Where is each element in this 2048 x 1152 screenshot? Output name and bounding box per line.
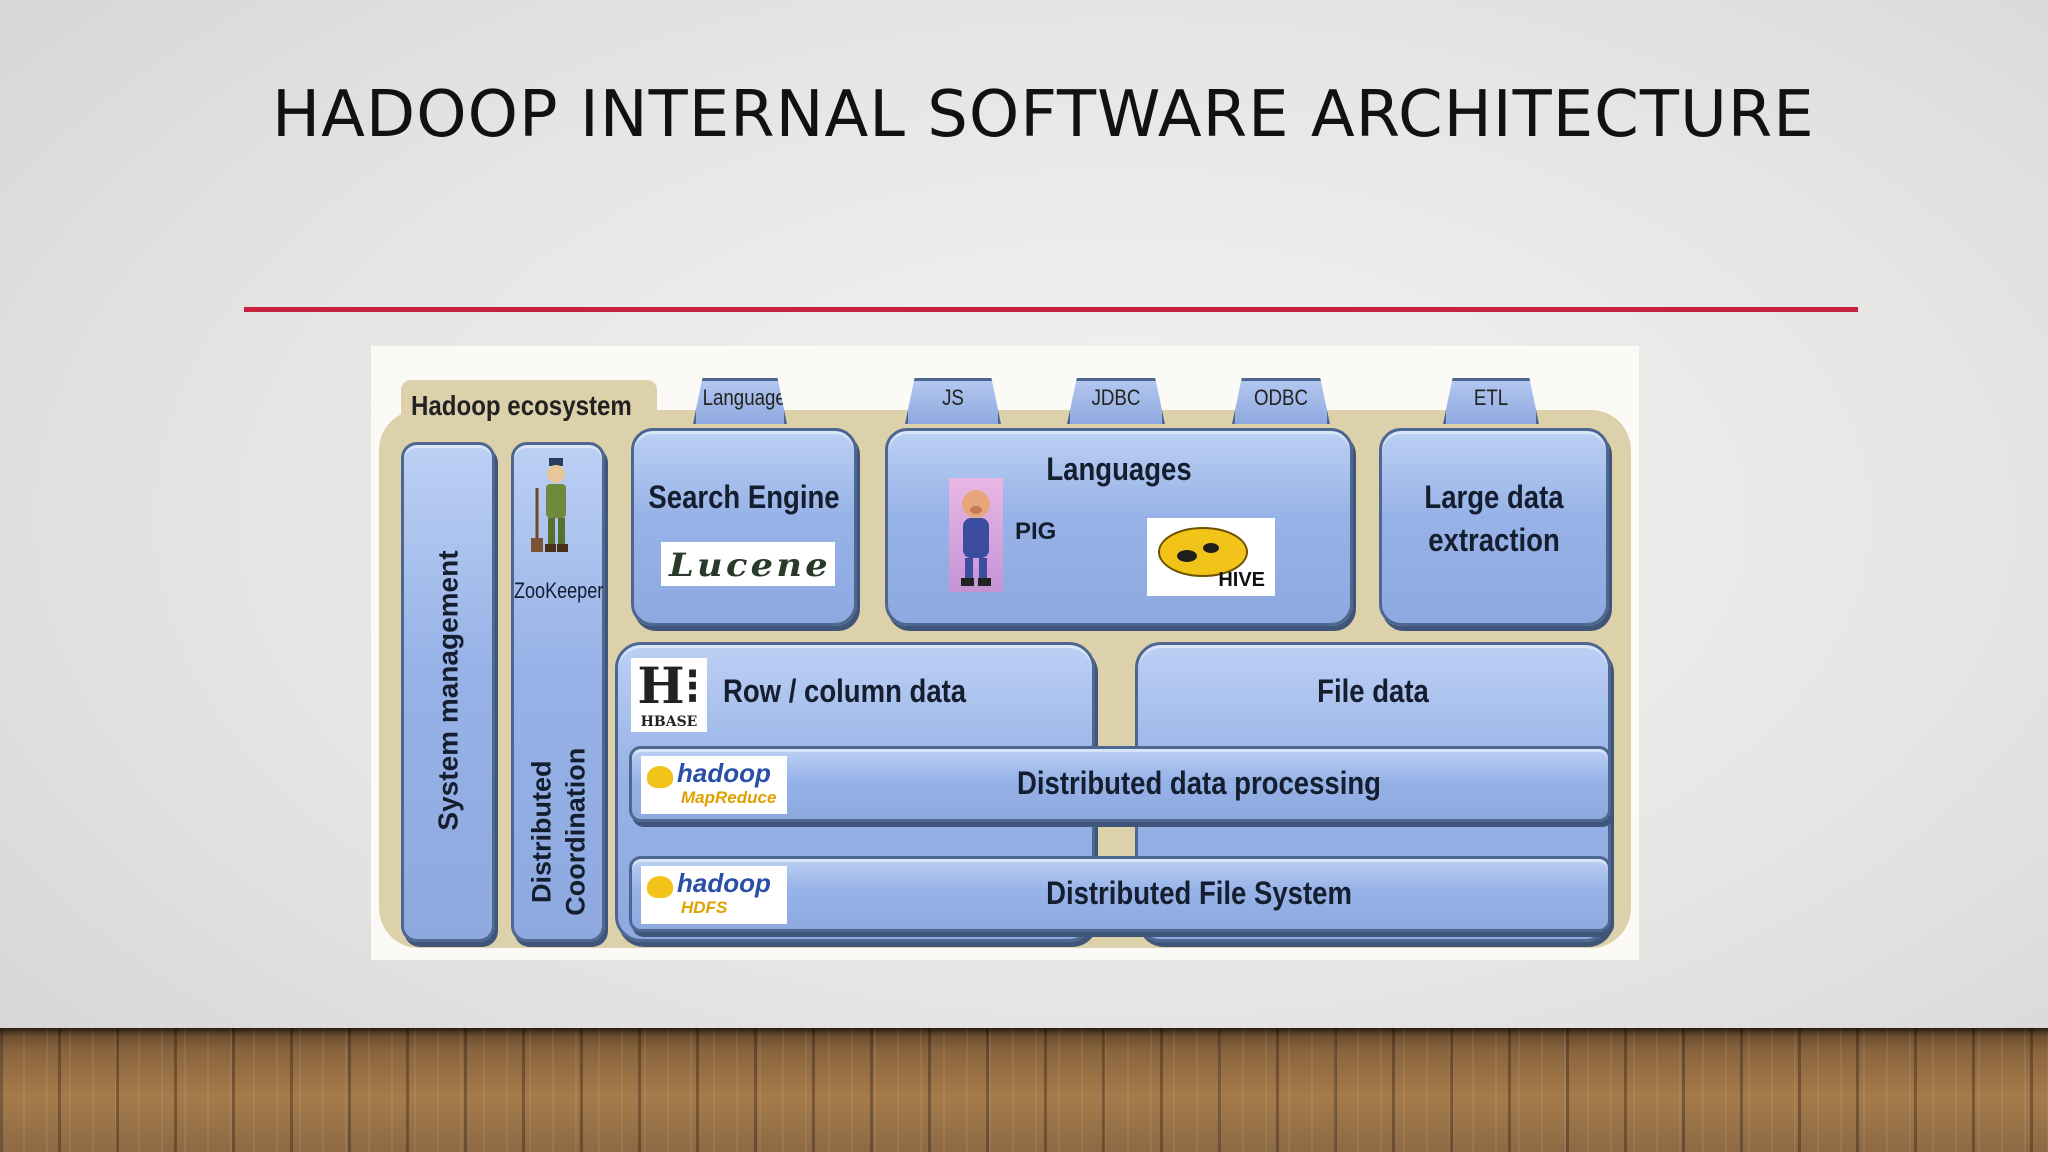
zookeeper-mascot-icon: [529, 458, 581, 558]
search-engine-label: Search Engine: [648, 479, 840, 515]
tab-js: JS: [905, 378, 1001, 424]
large-data-box: [1379, 428, 1609, 626]
hadoop-elephant-icon: [647, 876, 673, 898]
hive-logo-text: HIVE: [1218, 569, 1265, 591]
system-management-box: [401, 442, 495, 942]
languages-label: Languages: [1046, 451, 1192, 487]
hbase-logo: H⁝ HBASE: [631, 658, 707, 732]
hadoop-mapreduce-logo-top: hadoop: [677, 758, 771, 788]
ecosystem-label: Hadoop ecosystem: [411, 390, 632, 421]
coordination-label: Distributed Coordination: [525, 612, 593, 960]
tab-language-label: Language: [702, 385, 786, 410]
large-data-line2: extraction: [1428, 522, 1560, 559]
coordination-line2: Coordination: [560, 747, 590, 916]
hadoop-hdfs-logo-top: hadoop: [677, 868, 771, 898]
hadoop-diagram: Hadoop ecosystem Language JS JDBC ODBC E…: [371, 346, 1639, 960]
processing-box: [629, 746, 1611, 822]
lucene-logo-text: Lucene: [669, 546, 831, 584]
pig-label: PIG: [1015, 518, 1057, 545]
large-data-label: Large data extraction: [1395, 476, 1593, 562]
tab-etl-label: ETL: [1473, 385, 1509, 410]
hbase-logo-text: HBASE: [640, 714, 698, 730]
file-data-label: File data: [1317, 673, 1429, 709]
hadoop-elephant-icon: [647, 766, 673, 788]
system-management-label: System management: [432, 550, 464, 831]
tab-etl: ETL: [1443, 378, 1539, 424]
title-divider: [244, 307, 1858, 312]
filesystem-label: Distributed File System: [1046, 875, 1352, 911]
hadoop-hdfs-logo: hadoop HDFS: [641, 866, 787, 924]
zookeeper-label: ZooKeeper: [514, 578, 604, 603]
wooden-floor: [0, 1028, 2048, 1152]
tab-js-label: JS: [942, 385, 964, 410]
search-engine-box: [631, 428, 857, 626]
hadoop-mapreduce-logo-bottom: MapReduce: [681, 788, 777, 807]
filesystem-box: [629, 856, 1611, 932]
row-column-label: Row / column data: [723, 673, 967, 709]
tab-odbc-label: ODBC: [1253, 385, 1309, 410]
tab-language: Language: [693, 378, 787, 424]
large-data-line1: Large data: [1424, 479, 1564, 515]
tab-odbc: ODBC: [1232, 378, 1330, 424]
coordination-line1: Distributed: [526, 760, 557, 904]
hadoop-mapreduce-logo: hadoop MapReduce: [641, 756, 787, 814]
tab-jdbc-label: JDBC: [1091, 385, 1141, 410]
hive-logo: HIVE: [1147, 518, 1275, 596]
tab-jdbc: JDBC: [1067, 378, 1165, 424]
ecosystem-tab: [401, 380, 657, 424]
pig-mascot-icon: [949, 478, 1003, 592]
lucene-logo: Lucene: [661, 542, 835, 586]
processing-label: Distributed data processing: [1017, 765, 1381, 801]
hbase-logo-mark: H⁝: [637, 658, 701, 715]
hadoop-hdfs-logo-bottom: HDFS: [681, 898, 728, 917]
slide-title: HADOOP INTERNAL SOFTWARE ARCHITECTURE: [272, 78, 1815, 152]
